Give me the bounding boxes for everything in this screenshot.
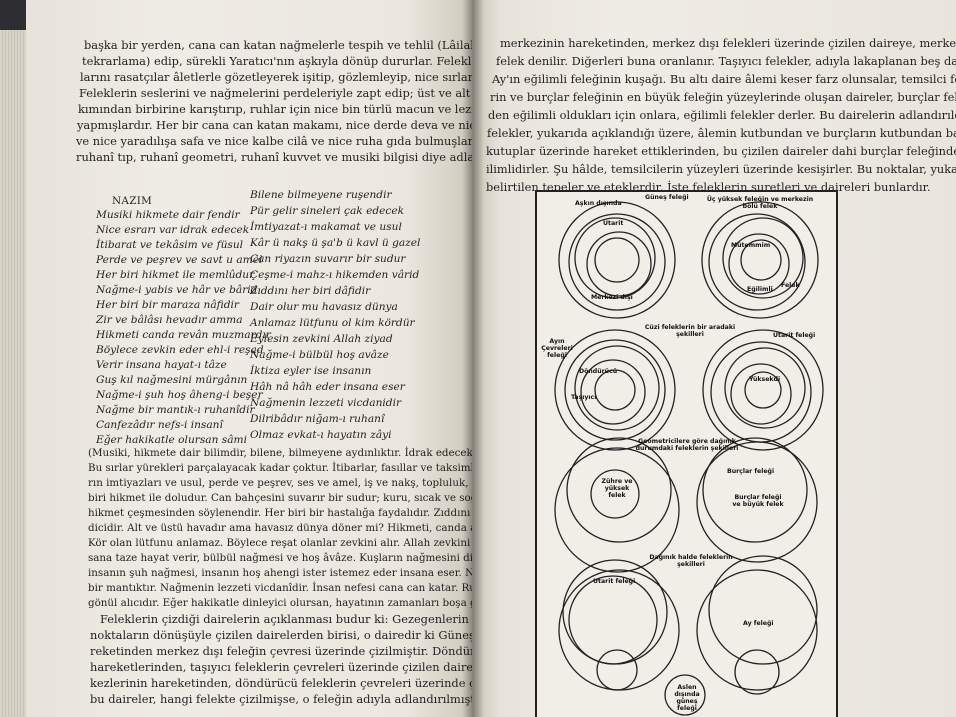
left-intro-line: ve nice yaradılışa safa ve nice kalbe ci… [76, 134, 472, 148]
poem-line: Canfezâdır nefs-i insanî [96, 419, 223, 431]
poem-line: Musiki hikmete dair fendir [96, 209, 240, 221]
poem-line: Dair olur mu havasız dünya [250, 301, 398, 313]
poem-heading: NAZIM [112, 195, 153, 207]
figure-label: Merkezi dışı [591, 294, 633, 301]
translation-line: hikmet çeşmesinden söylenendir. Her biri… [88, 507, 472, 519]
figure-frame [535, 190, 838, 717]
closing-line: noktaların dönüşüyle çizilen dairelerden… [90, 628, 472, 642]
poem-line: Çeşme-i mahz-ı hikemden vârid [250, 269, 420, 281]
left-intro-line: Feleklerin seslerini ve nağmelerini perd… [79, 86, 472, 100]
celestial-spheres-figure: Aşkın dışında Güneş feleği Utarit Merkez… [535, 190, 840, 717]
poem-line: Verir insana hayat-ı tâze [96, 359, 227, 371]
poem-line: Zıddını her biri dâfidir [250, 285, 371, 297]
poem-line: Nağme-i yabis ve hâr ve bârid [96, 284, 258, 296]
poem-line: Dilribâdır niğam-ı ruhanî [250, 413, 385, 425]
poem-line: Böylece zevkin eder ehl-i reşad [96, 344, 264, 356]
poem-line: Nice esrarı var idrak edecek [96, 224, 250, 236]
figure-label: Burçlar feleği ve büyük felek [732, 494, 784, 508]
closing-line: reketinden merkez dışı feleğin çevresi ü… [90, 644, 472, 658]
translation-line: Bu sırlar yürekleri parçalayacak kadar ç… [88, 462, 472, 474]
translation-line: dicidir. Alt ve üstü havadır ama havasız… [88, 522, 472, 534]
right-text-line: rin ve burçlar feleğinin en büyük feleği… [490, 90, 956, 104]
closing-line: bu daireler, hangi felekte çizilmişse, o… [90, 692, 472, 706]
poem-line: Zir ve bâlâsı hevadır amma [96, 314, 243, 326]
poem-line: İtibarat ve tekâsim ve füsul [96, 239, 244, 251]
figure-label: Cüzi feleklerin bir aradaki şekilleri [644, 324, 736, 338]
figure-label: Güneş feleği [645, 194, 689, 201]
left-intro-line: yapmışlardır. Her bir cana can katan mak… [77, 118, 472, 132]
closing-line: hareketlerinden, taşıyıcı feleklerin çev… [90, 660, 472, 674]
poem-line: Nağme bir mantık-ı ruhanîdir [96, 404, 255, 416]
poem-line: Anlamaz lütfunu ol kim kördür [250, 317, 415, 329]
poem-line: Can riyazın suvarır bir sudur [250, 253, 406, 265]
poem-line: Her biri hikmet ile memlûdur [96, 269, 255, 281]
figure-label: Zühre ve yüksek felek [601, 478, 633, 499]
poem-line: Eğer hakikatle olursan sâmi [96, 434, 247, 446]
figure-label: Dağınık halde feleklerin şekilleri [649, 554, 733, 568]
figure-label: Üç yüksek feleğin ve merkezin bölü felek [706, 196, 814, 210]
figure-label: Utarit feleği [593, 578, 636, 585]
right-text-line: den eğilimli oldukları için onlara, eğil… [488, 108, 956, 122]
figure-label: Taşıyıcı [571, 394, 597, 401]
poem-line: İktiza eyler ise insanın [250, 365, 372, 377]
closing-line: Feleklerin çizdiği dairelerin açıklanmas… [100, 612, 472, 626]
right-text-line: felek denilir. Diğerleri buna oranlanır.… [496, 54, 956, 68]
poem-line: Perde ve peşrev ve savt u amel [96, 254, 263, 266]
poem-line: İmtiyazat-ı makamat ve usul [250, 221, 402, 233]
figure-label: Aslen dışında güneş feleği [674, 684, 700, 712]
figure-label: Yüksekdi [749, 376, 781, 383]
poem-line: Guş kıl nağmesini mürgânın [96, 374, 248, 386]
translation-line: bir mantıktır. Nağmenin lezzeti vicdanîd… [88, 582, 472, 594]
right-text-line: kutuplar üzerinde hareket ettiklerinden,… [486, 144, 956, 158]
figure-label: Burçlar feleği [727, 468, 775, 475]
poem-line: Eylesin zevkini Allah ziyad [250, 333, 393, 345]
figure-label: Felek [781, 282, 800, 289]
poem-line: Kâr ü nakş ü şa'b ü kavl ü gazel [250, 237, 421, 249]
translation-line: (Musiki, hikmete dair bilimdir, bilene, … [88, 447, 472, 459]
poem-line: Olmaz evkat-ı hayatın zâyi [250, 429, 392, 441]
figure-label: Geometricilere göre dağınık durumdaki fe… [635, 438, 739, 452]
right-text-line: ilimlidirler. Şu hâlde, temsilcilerin yü… [486, 162, 956, 176]
left-intro-line: ruhanî tıp, ruhanî geometri, ruhanî kuvv… [76, 150, 472, 164]
translation-line: gönül alıcıdır. Eğer hakikatle dinleyici… [88, 597, 472, 609]
figure-label: Utarit [603, 220, 624, 227]
figure-label: Döndürücü [579, 368, 618, 375]
poem-line: Hâh nâ hâh eder insana eser [250, 381, 405, 393]
book-gutter-shadow [462, 0, 484, 717]
poem-line: Nağme-i şuh hoş âheng-i beşer [96, 389, 263, 401]
figure-label: Eğilimli [747, 286, 773, 293]
figure-label: Ay feleği [743, 620, 774, 627]
figure-label: Mütemmim [731, 242, 771, 249]
left-intro-line: tekrarlama) edip, sürekli Yaratıcı'nın a… [82, 54, 472, 68]
right-page: merkezinin hareketinden, merkez dışı fel… [472, 0, 956, 717]
right-text-line: merkezinin hareketinden, merkez dışı fel… [500, 36, 956, 50]
figure-label: Utarit feleği [773, 332, 816, 339]
poem-line: Nağmenin lezzeti vicdanidir [250, 397, 402, 409]
figure-label: Aşkın dışında [575, 200, 622, 207]
left-intro-line: başka bir yerden, cana can katan nağmele… [84, 38, 472, 52]
left-intro-line: larını rasatçılar âletlerle gözetleyerek… [80, 70, 472, 84]
poem-line: Hikmeti canda revân muzmardır [96, 329, 271, 341]
left-page: başka bir yerden, cana can katan nağmele… [26, 0, 472, 717]
poem-line: Pür gelir sineleri çak edecek [250, 205, 405, 217]
closing-line: kezlerinin hareketinden, döndürücü felek… [90, 676, 472, 690]
translation-line: Kör olan lütfunu anlamaz. Böylece reşat … [88, 537, 472, 549]
poem-line: Her biri bir maraza nâfidir [96, 299, 239, 311]
right-text-line: Ay'ın eğilimli feleğinin kuşağı. Bu altı… [492, 72, 956, 86]
right-text-line: felekler, yukarıda açıklandığı üzere, âl… [487, 126, 956, 140]
translation-line: insanın şuh nağmesi, insanın hoş ahengi … [88, 567, 472, 579]
orbit-diagrams [554, 201, 824, 716]
poem-line: Bilene bilmeyene ruşendir [250, 189, 392, 201]
translation-line: sana taze hayat verir, bülbül nağmesi ve… [88, 552, 472, 564]
translation-line: biri hikmet ile doludur. Can bahçesini s… [88, 492, 472, 504]
figure-label: Ayın Çevreleri feleği [541, 338, 573, 359]
translation-line: rın imtiyazları ve usul, perde ve peşrev… [88, 477, 472, 489]
poem-line: Nağme-i bülbül hoş avâze [250, 349, 389, 361]
left-intro-line: kımından birbirine karıştırıp, ruhlar iç… [78, 102, 472, 116]
